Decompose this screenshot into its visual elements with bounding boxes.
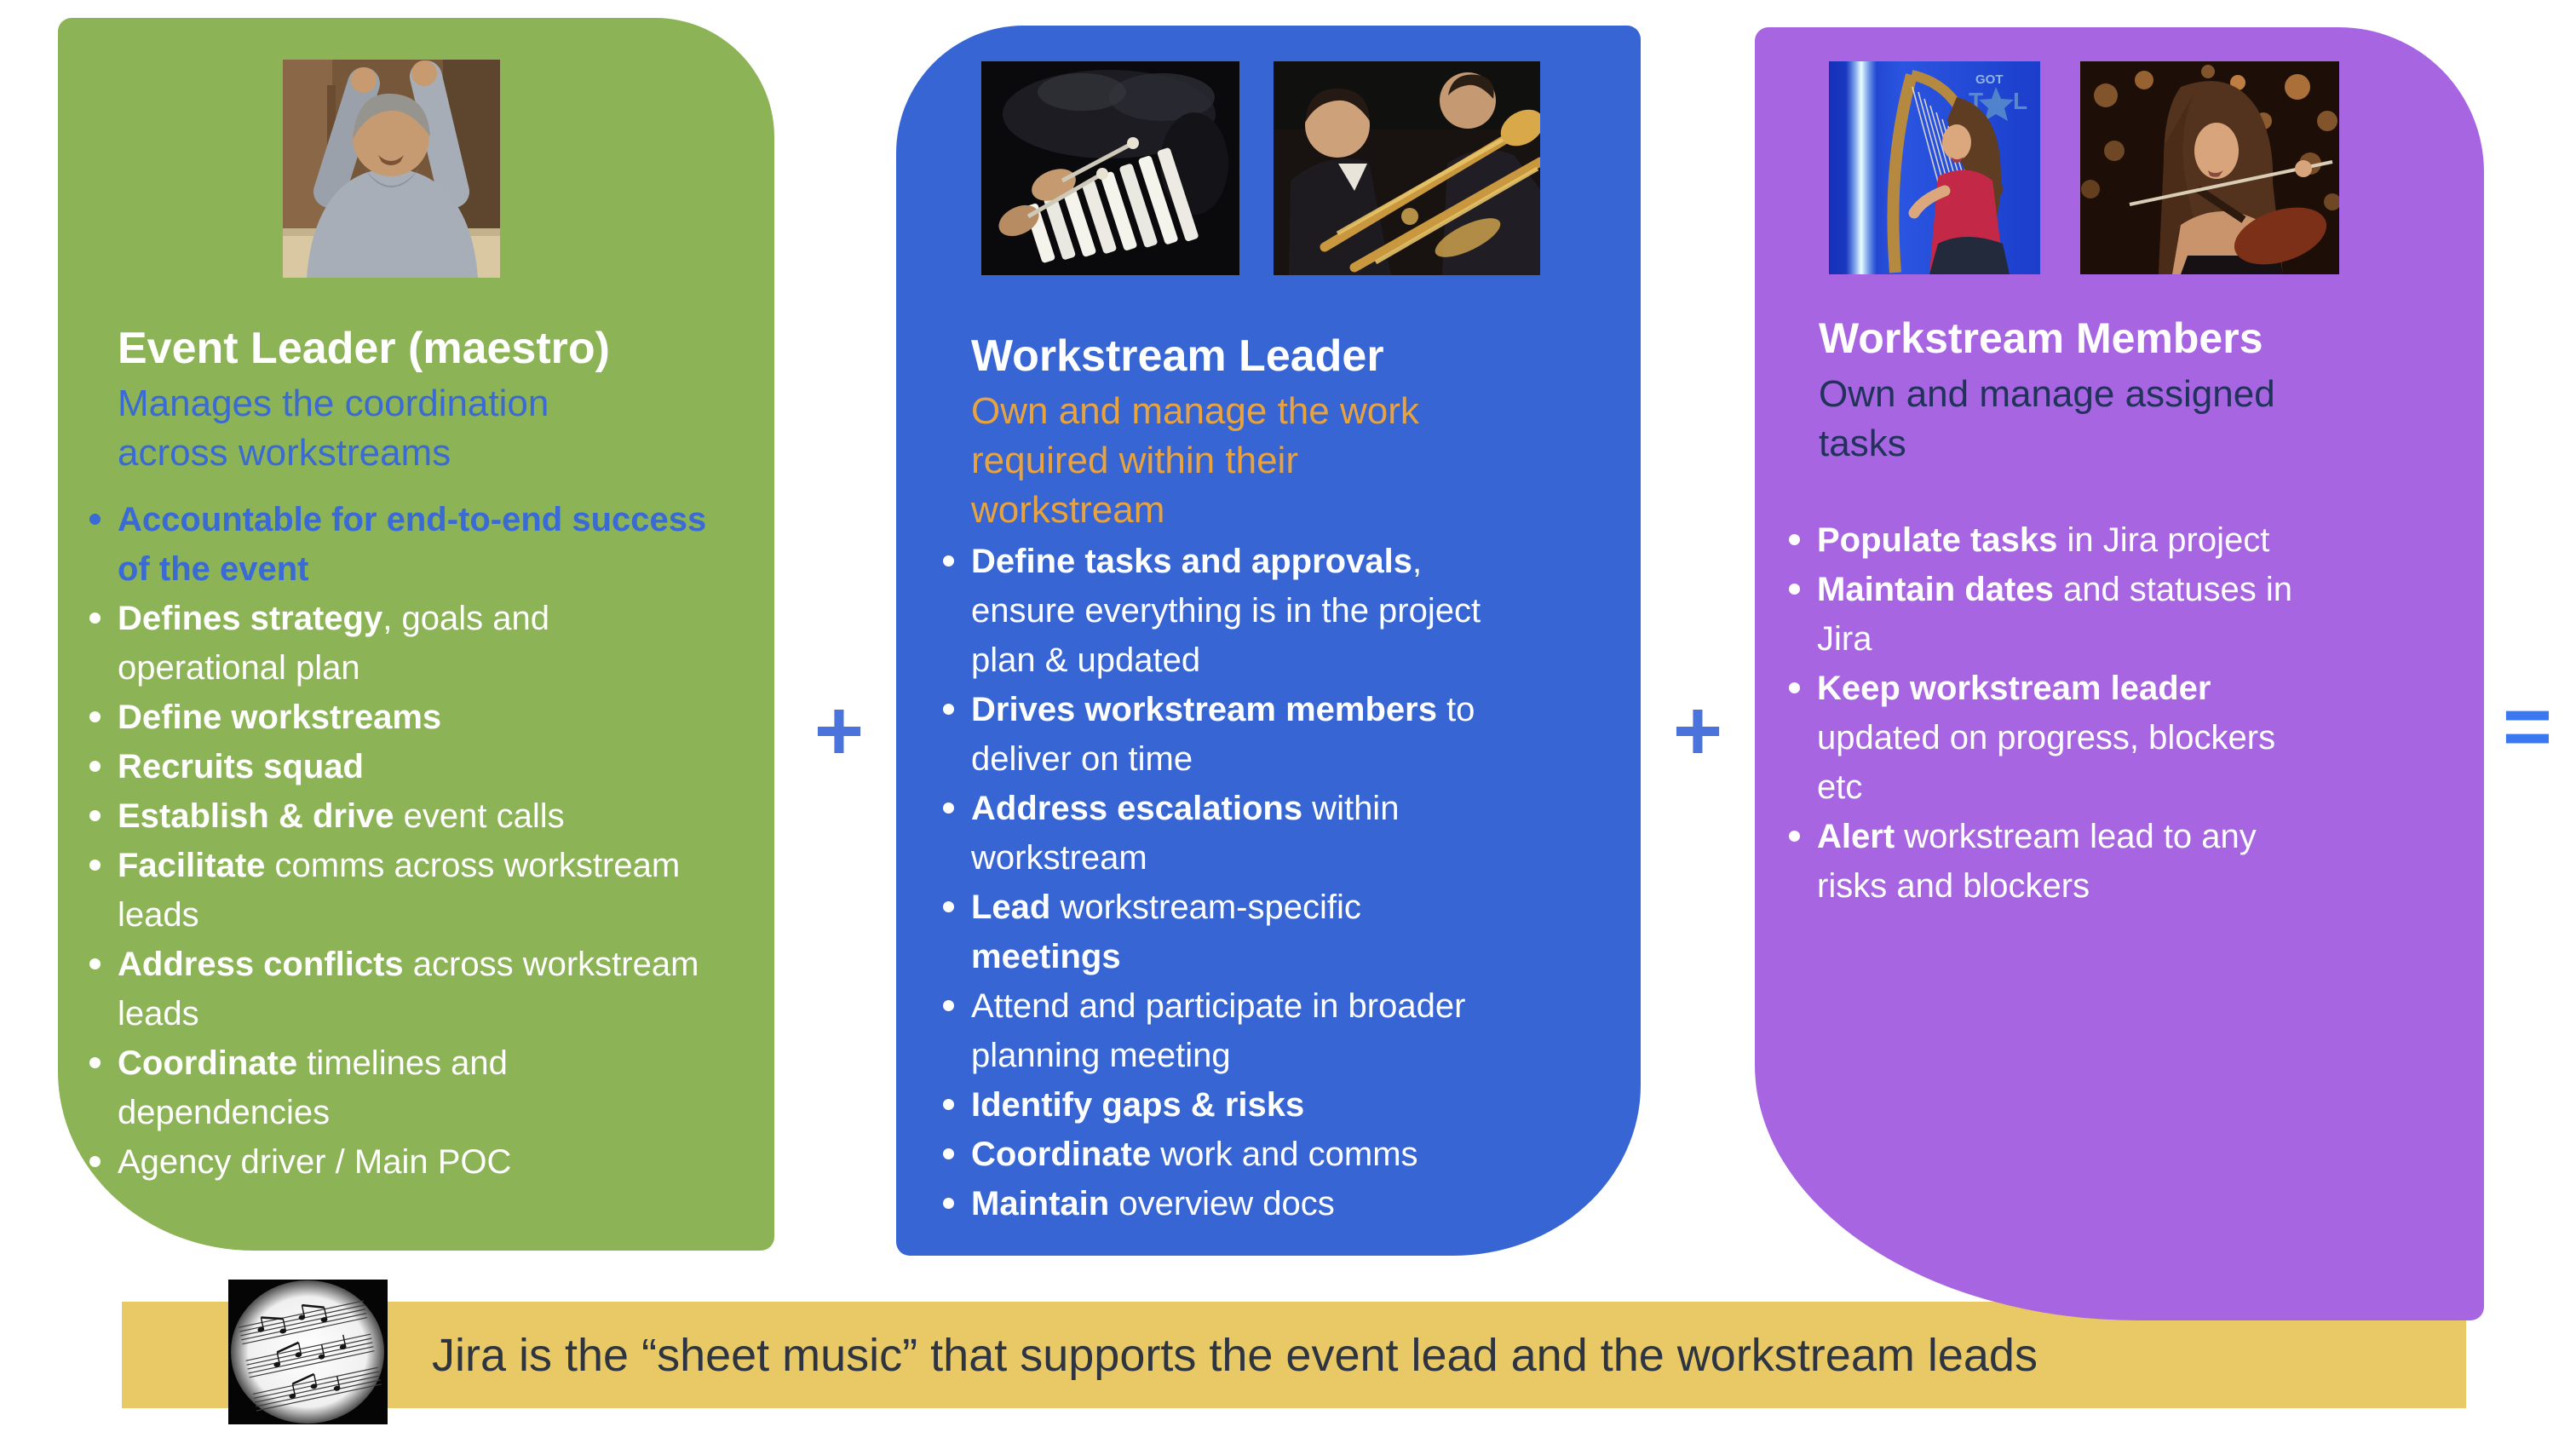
bullet-item: Maintain overview docs <box>943 1179 1499 1228</box>
xylophone-player-photo <box>981 61 1239 275</box>
bullet-item: Agency driver / Main POC <box>89 1137 714 1187</box>
bullet-item: Define tasks and approvals, ensure every… <box>943 537 1499 685</box>
bullet-item: Address conflicts across workstream lead… <box>89 940 714 1038</box>
bullet-item: Keep workstream leader updated on progre… <box>1789 664 2328 812</box>
jira-banner-text: Jira is the “sheet music” that supports … <box>432 1329 2038 1381</box>
bullet-item: Address escalations within workstream <box>943 784 1499 883</box>
bullet-item: Populate tasks in Jira project <box>1789 515 2328 565</box>
violinist-photo <box>2080 61 2339 274</box>
bullet-item: Coordinate timelines and dependencies <box>89 1038 714 1137</box>
trombones-illustration <box>1274 61 1540 275</box>
card-event-leader: Event Leader (maestro) Manages the coord… <box>58 18 774 1251</box>
card-subtitle: Manages the coordination across workstre… <box>118 383 549 474</box>
bullet-item: Defines strategy, goals and operational … <box>89 594 714 693</box>
sheet-music-illustration <box>228 1280 388 1424</box>
bullet-item: Identify gaps & risks <box>943 1080 1499 1130</box>
bullet-list: Define tasks and approvals, ensure every… <box>943 537 1499 1228</box>
bullet-item: Coordinate work and comms <box>943 1130 1499 1179</box>
card-subtitle: Own and manage assigned tasks <box>1819 373 2275 464</box>
conductor-photo <box>283 60 500 278</box>
harpist-illustration: GOT T L <box>1829 61 2040 274</box>
card-title: Event Leader (maestro) <box>118 324 610 373</box>
jira-banner: Jira is the “sheet music” that supports … <box>122 1302 2466 1408</box>
card-workstream-members: GOT T L <box>1755 27 2484 1320</box>
plus-operator: + <box>814 683 865 779</box>
xylophone-illustration <box>981 61 1239 275</box>
plus-operator: + <box>1672 683 1723 779</box>
bullet-item: Alert workstream lead to any risks and b… <box>1789 812 2328 911</box>
bullet-item: Lead workstream-specific meetings <box>943 883 1499 981</box>
bullet-item: Define workstreams <box>89 693 714 742</box>
sheet-music-photo <box>228 1280 388 1424</box>
equals-operator: = <box>2502 679 2553 774</box>
conductor-illustration <box>283 60 500 278</box>
trombone-section-photo <box>1274 61 1540 275</box>
harpist-photo: GOT T L <box>1829 61 2040 274</box>
card-workstream-leader: Workstream Leader Own and manage the wor… <box>896 26 1641 1256</box>
bullet-item: Attend and participate in broader planni… <box>943 981 1499 1080</box>
bullet-item: Establish & drive event calls <box>89 791 714 841</box>
bullet-item: Accountable for end-to-end success of th… <box>89 495 714 594</box>
card-title: Workstream Leader <box>971 331 1384 381</box>
svg-text:L: L <box>2013 88 2027 114</box>
card-title: Workstream Members <box>1819 314 2263 362</box>
violinist-illustration <box>2080 61 2339 274</box>
bullet-item: Recruits squad <box>89 742 714 791</box>
bullet-item: Maintain dates and statuses in Jira <box>1789 565 2328 664</box>
bullet-item: Drives workstream members to deliver on … <box>943 685 1499 784</box>
svg-text:GOT: GOT <box>1975 72 2004 87</box>
card-subtitle: Own and manage the work required within … <box>971 390 1419 531</box>
bullet-item: Facilitate comms across workstream leads <box>89 841 714 940</box>
bullet-list: Accountable for end-to-end success of th… <box>89 495 714 1187</box>
